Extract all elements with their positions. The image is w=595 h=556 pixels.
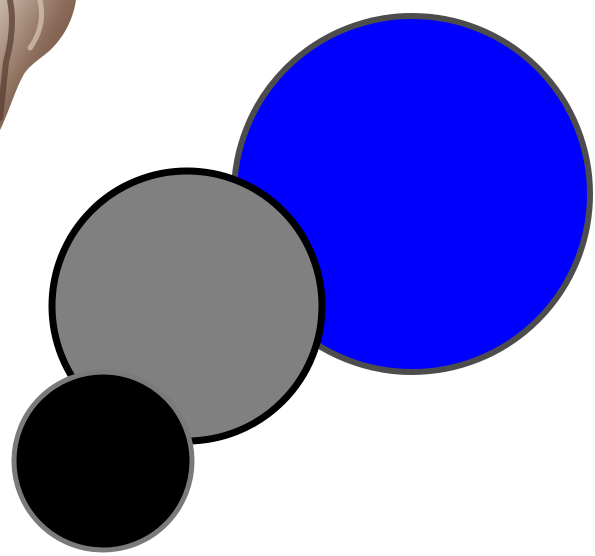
photo-fragment bbox=[0, 0, 76, 130]
black-circle bbox=[14, 372, 192, 550]
